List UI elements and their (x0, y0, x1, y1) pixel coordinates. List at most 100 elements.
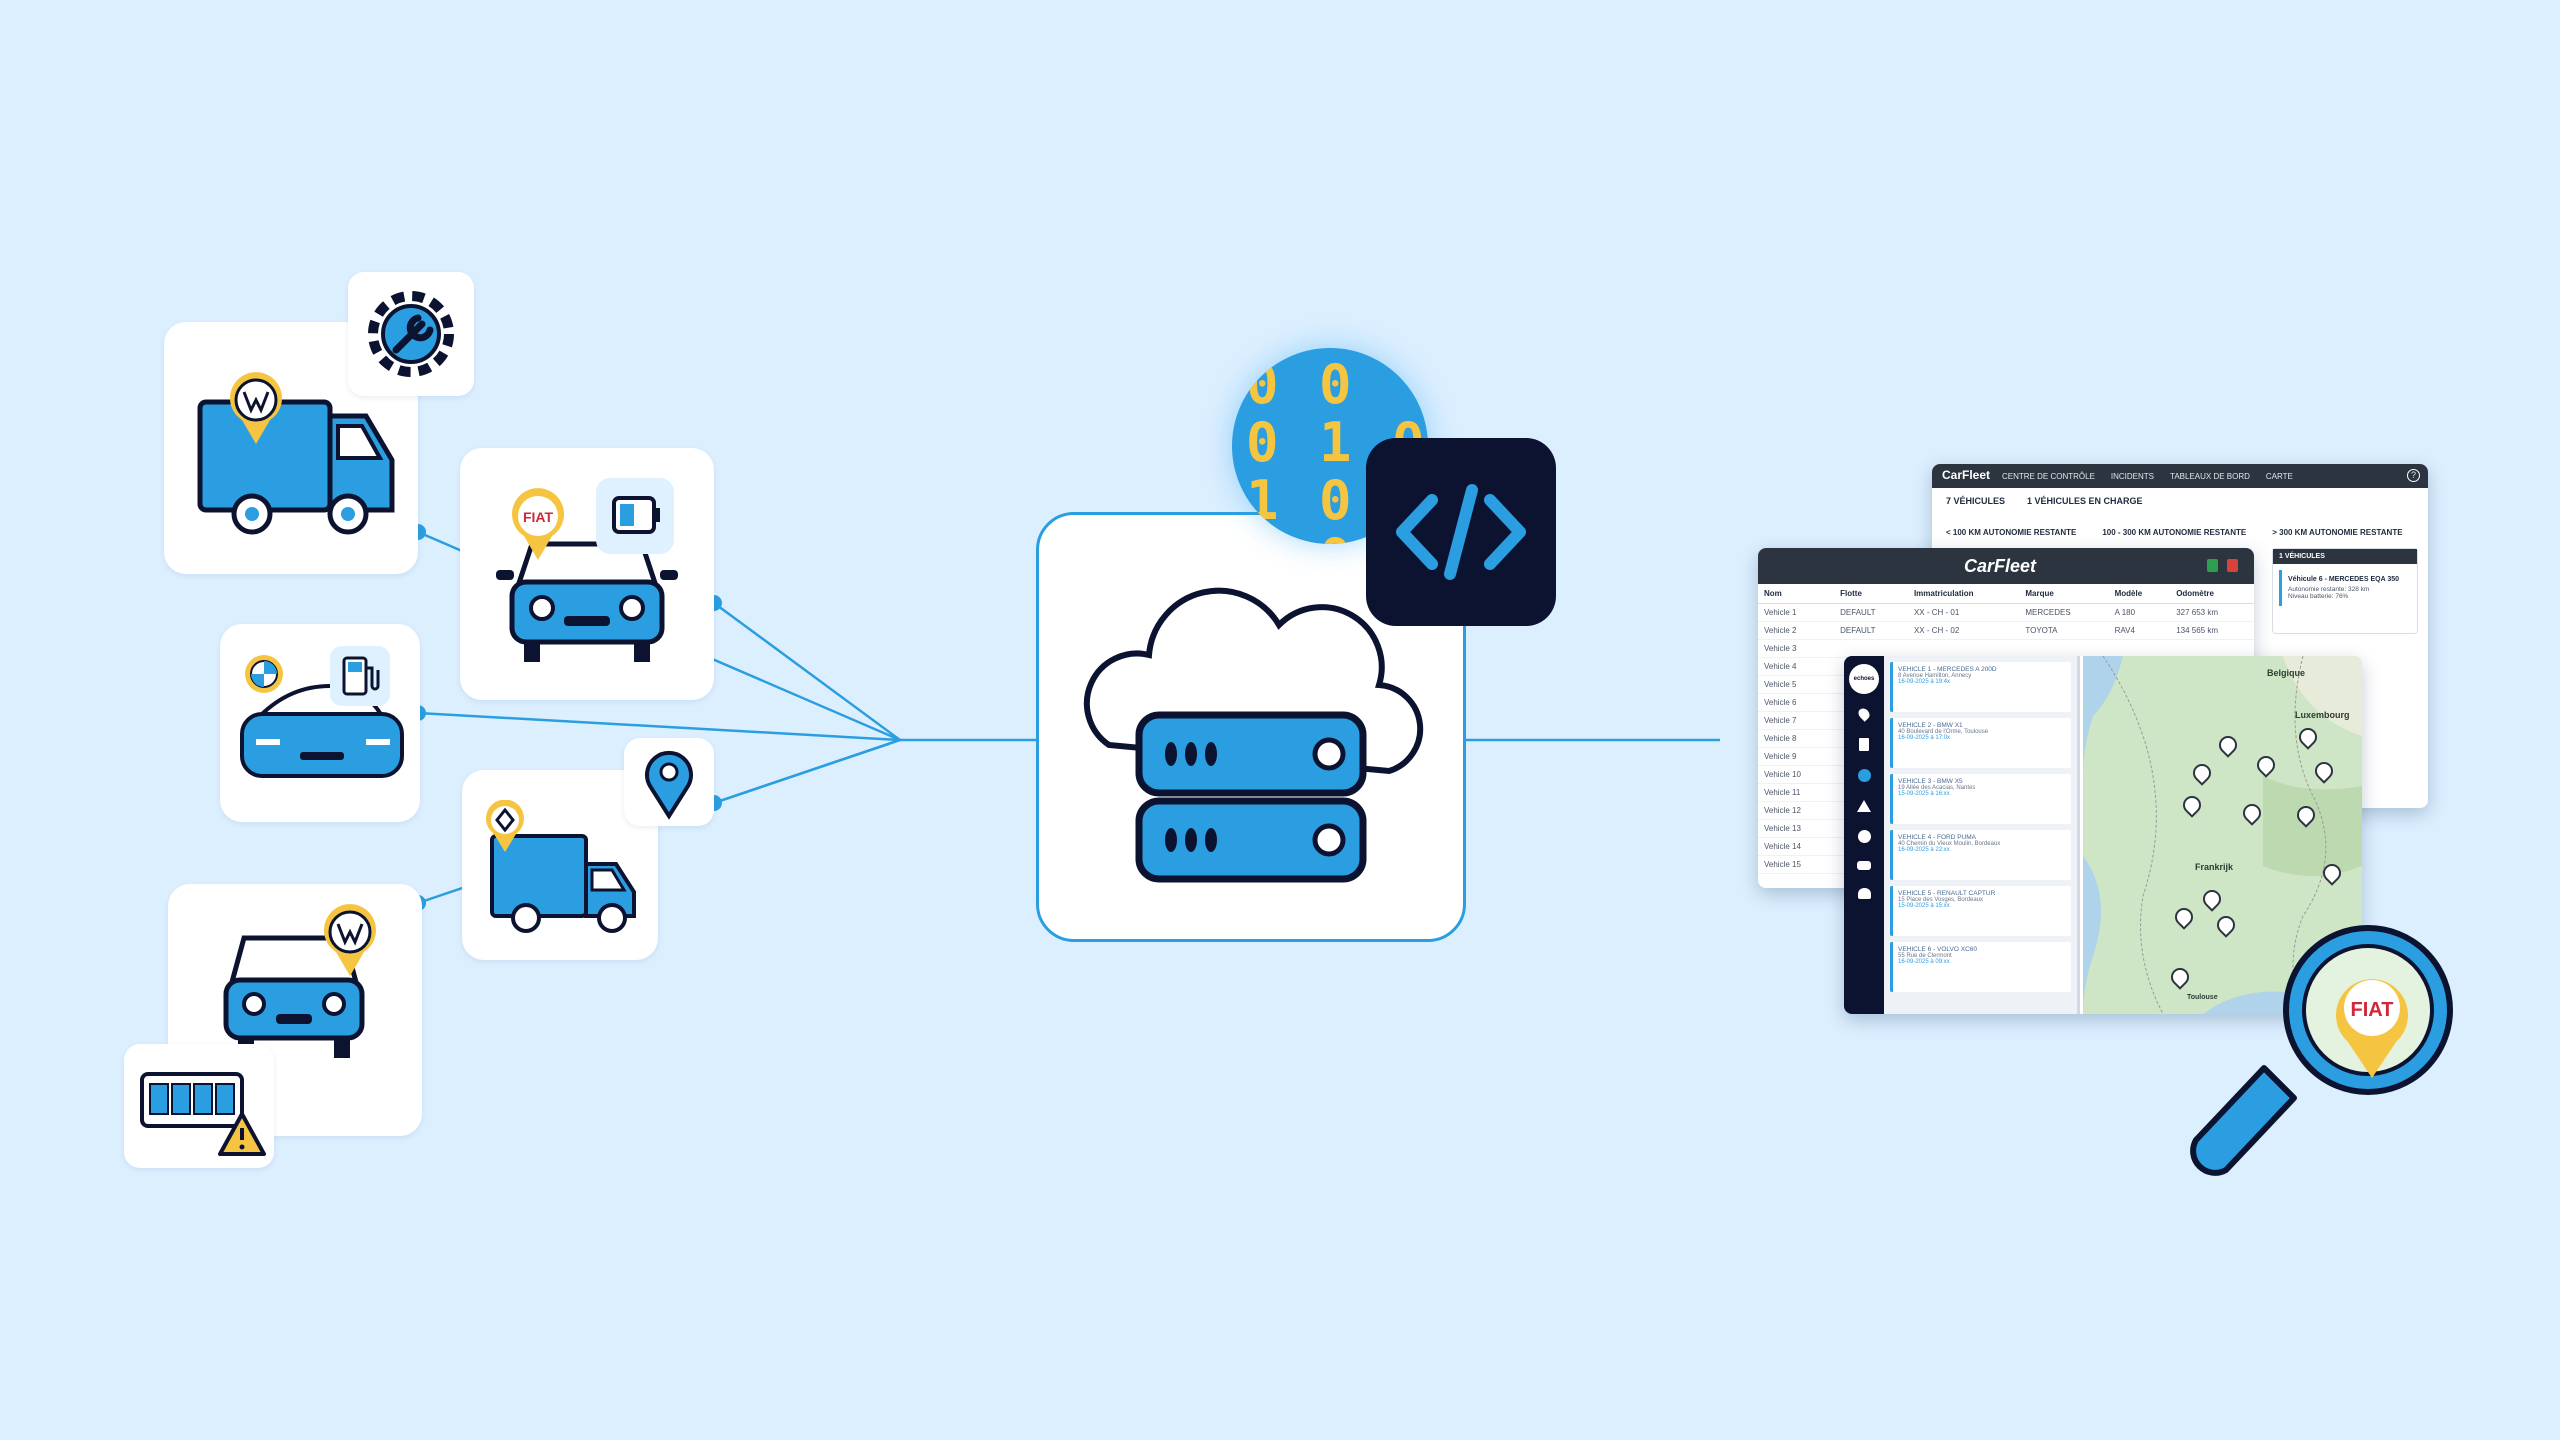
cell-nom: Vehicle 14 (1758, 837, 1835, 856)
vehicle-card-bmw (220, 624, 420, 822)
cloud-server-icon (1083, 587, 1424, 883)
location-pin-icon (645, 750, 693, 820)
col-flotte[interactable]: Flotte (1834, 584, 1908, 604)
globe-nav-icon[interactable] (1857, 769, 1871, 782)
renault-logo-pin-icon (486, 800, 524, 852)
nav-carte[interactable]: CARTE (2265, 471, 2293, 481)
svg-text:FIAT: FIAT (523, 509, 554, 525)
maintenance-gear-icon (368, 291, 454, 377)
excel-export-icon[interactable] (2207, 559, 2218, 572)
list-item-date: 16-09-2025 à 17:0x (1898, 735, 1951, 741)
list-item-date: 15-09-2025 à 16:xx (1898, 791, 1950, 797)
vw-logo-pin-icon (230, 372, 282, 444)
vw-logo-pin-icon-2 (324, 904, 376, 976)
map-pin-nav-icon[interactable] (1856, 706, 1872, 722)
map-label-luxembourg: Luxembourg (2295, 710, 2350, 720)
fleet-map[interactable]: Belgique Luxembourg Frankrijk Toulouse (2083, 656, 2362, 1014)
list-item-date: 15-09-2025 à 15:xx (1898, 903, 1950, 909)
fuel-badge (330, 646, 390, 706)
map-terrain (2083, 656, 2362, 1014)
list-item[interactable]: VEHICLE 3 - BMW X5 19 Allée des Acacias,… (1890, 774, 2071, 824)
cell-odo: 327 653 km (2170, 603, 2254, 622)
col-marque[interactable]: Marque (2019, 584, 2109, 604)
table-brand: CarFleet (1964, 556, 2037, 576)
side-panel-header: 1 VÉHICULES (2273, 549, 2417, 564)
stat-charging: 1 VÉHICULES EN CHARGE (2027, 496, 2143, 506)
car-nav-icon[interactable] (1857, 861, 1871, 870)
car-front-icon-2 (223, 935, 365, 1058)
range-high[interactable]: > 300 KM AUTONOMIE RESTANTE (2272, 528, 2403, 537)
list-item[interactable]: VEHICLE 1 - MERCEDES A 200D 8 Avenue Ham… (1890, 662, 2071, 712)
list-item-title: VEHICLE 5 - RENAULT CAPTUR (1898, 890, 1996, 897)
maintenance-card (348, 272, 474, 396)
account-avatar[interactable]: echoes (1849, 664, 1879, 694)
list-item[interactable]: VEHICLE 5 - RENAULT CAPTUR 15 Place des … (1890, 886, 2071, 936)
range-low[interactable]: < 100 KM AUTONOMIE RESTANTE (1946, 528, 2077, 537)
car-front-icon (496, 541, 678, 662)
table-row[interactable]: Vehicle 1 DEFAULT XX - CH - 01 MERCEDES … (1758, 603, 2254, 622)
list-item-date: 16-09-2025 à 09:xx (1898, 959, 1950, 965)
list-item-title: VEHICLE 1 - MERCEDES A 200D (1898, 666, 1997, 673)
truck-icon (490, 834, 636, 933)
van-icon (197, 399, 395, 535)
pdf-export-icon[interactable] (2227, 559, 2238, 572)
users-nav-icon[interactable] (1857, 888, 1871, 899)
col-odometre[interactable]: Odomètre (2170, 584, 2254, 604)
list-item[interactable]: VEHICLE 6 - VOLVO XC60 55 Rue de Clermon… (1890, 942, 2071, 992)
cell-nom: Vehicle 2 (1758, 621, 1835, 640)
side-panel-vehicle[interactable]: Véhicule 6 - MERCEDES EQA 350 (2288, 576, 2399, 583)
col-immat[interactable]: Immatriculation (1907, 584, 2020, 604)
list-item[interactable]: VEHICLE 2 - BMW X1 40 Boulevard de l'Orm… (1890, 718, 2071, 768)
map-label-toulouse: Toulouse (2187, 994, 2218, 1001)
cell-flotte: DEFAULT (1834, 603, 1908, 622)
magnifier-icon: FIAT (2190, 925, 2453, 1176)
cell-marque: MERCEDES (2019, 603, 2109, 622)
cell-nom: Vehicle 8 (1758, 729, 1835, 748)
bmw-logo-icon (245, 655, 283, 693)
stop-nav-icon[interactable] (1857, 830, 1871, 843)
warning-nav-icon[interactable] (1857, 800, 1871, 812)
table-row[interactable]: Vehicle 3 (1758, 639, 2254, 658)
nav-incidents[interactable]: INCIDENTS (2110, 471, 2155, 481)
fiat-logo-pin-icon: FIAT (512, 488, 564, 560)
vehicle-side-panel: 1 VÉHICULES Véhicule 6 - MERCEDES EQA 35… (2272, 548, 2418, 634)
col-nom[interactable]: Nom (1758, 584, 1835, 604)
col-modele[interactable]: Modèle (2108, 584, 2171, 604)
map-label-frankrijk: Frankrijk (2195, 862, 2234, 872)
fuel-pump-icon (342, 656, 380, 696)
cell-nom: Vehicle 1 (1758, 603, 1835, 622)
cell-nom: Vehicle 4 (1758, 657, 1835, 676)
cell-nom: Vehicle 3 (1758, 639, 1835, 658)
nav-tableaux[interactable]: TABLEAUX DE BORD (2170, 471, 2250, 481)
location-card (624, 738, 714, 826)
cell-modele: A 180 (2108, 603, 2171, 622)
cell-nom: Vehicle 6 (1758, 693, 1835, 712)
code-brackets-icon (1396, 484, 1526, 580)
code-badge: </> (1366, 438, 1556, 626)
list-item-date: 16-09-2025 à 22:xx (1898, 847, 1950, 853)
cell-marque: TOYOTA (2019, 621, 2109, 640)
side-panel-battery: Niveau batterie: 76% (2288, 593, 2349, 600)
list-item-title: VEHICLE 6 - VOLVO XC60 (1898, 946, 1977, 953)
list-item-title: VEHICLE 3 - BMW X5 (1898, 778, 1963, 785)
odometer-warning-icon (140, 1072, 266, 1156)
vehicle-card-fiat: FIAT (460, 448, 714, 700)
vehicle-list: VEHICLE 1 - MERCEDES A 200D 8 Avenue Ham… (1884, 656, 2080, 1014)
range-mid[interactable]: 100 - 300 KM AUTONOMIE RESTANTE (2102, 528, 2247, 537)
nav-centre-controle[interactable]: CENTRE DE CONTRÔLE (2002, 471, 2095, 481)
list-item-address: 8 Avenue Hamilton, Annecy (1898, 673, 1972, 679)
list-item[interactable]: VEHICLE 4 - FORD PUMA 40 Chemin du Vieux… (1890, 830, 2071, 880)
table-row[interactable]: Vehicle 2 DEFAULT XX - CH - 02 TOYOTA RA… (1758, 621, 2254, 640)
document-nav-icon[interactable] (1859, 738, 1869, 751)
battery-icon (612, 496, 660, 534)
odometer-card (124, 1044, 274, 1168)
cell-nom: Vehicle 13 (1758, 819, 1835, 838)
battery-badge (596, 478, 674, 554)
cell-nom: Vehicle 7 (1758, 711, 1835, 730)
dashboard-brand[interactable]: CarFleet (1942, 468, 1991, 482)
help-icon[interactable]: ? (2407, 469, 2420, 482)
table-window-header: CarFleet (1758, 548, 2254, 584)
cell-nom: Vehicle 12 (1758, 801, 1835, 820)
cell-immat: XX - CH - 02 (1907, 621, 2020, 640)
magnifier-brand: FIAT (2351, 999, 2394, 1021)
